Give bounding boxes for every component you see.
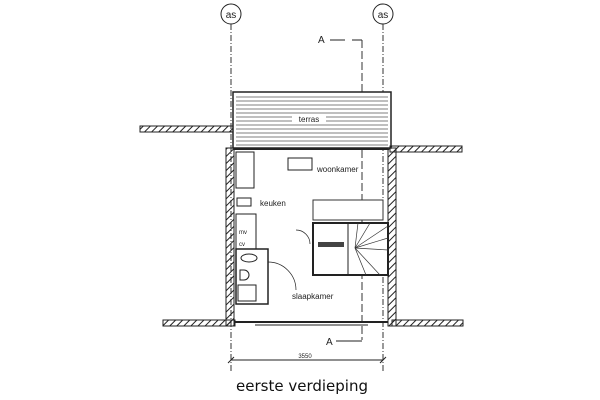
fixture-label-cv: cv: [239, 242, 245, 248]
room-label-bedroom: slaapkamer: [292, 292, 334, 301]
facade-wall-right: [391, 319, 464, 327]
section-line: A A: [318, 35, 363, 348]
section-label-bottom: A: [326, 337, 333, 348]
sofa: [287, 157, 313, 171]
dining-table: [235, 151, 255, 189]
dimension-line: 3550: [227, 354, 387, 364]
stairwell: [295, 222, 389, 276]
room-label-terrace: terras: [299, 115, 319, 124]
fixture-label-mv: mv: [239, 230, 247, 236]
room-label-living: woonkamer: [316, 165, 359, 174]
grid-label-left: as: [226, 10, 237, 21]
bathroom: [235, 248, 297, 305]
stair-railing: [312, 199, 384, 221]
neighbour-wall-right: [389, 145, 463, 153]
dimension-label: 3550: [298, 354, 312, 360]
kitchen-sink: [236, 197, 252, 207]
neighbour-wall-left: [139, 125, 234, 133]
grid-label-right: as: [378, 10, 389, 21]
facade-wall-left: [162, 319, 236, 327]
room-label-kitchen: keuken: [260, 199, 286, 208]
section-label-top: A: [318, 35, 325, 46]
terrace: terras: [232, 91, 392, 149]
grid-axis-right: as: [372, 3, 394, 372]
drawing-title: eerste verdieping: [236, 377, 368, 395]
